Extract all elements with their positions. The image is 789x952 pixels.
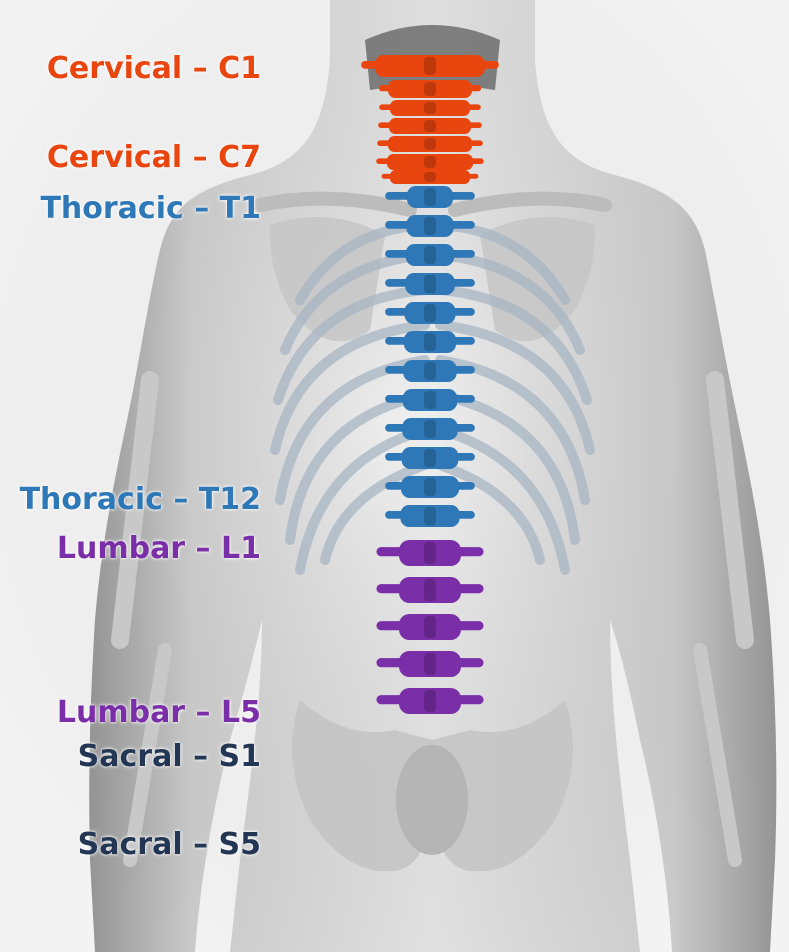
vertebra-c4 [381,118,479,134]
label-lumbar-l5: Lumbar – L5 [57,696,261,730]
vertebra-c5 [380,136,480,152]
vertebra-c2 [382,80,478,98]
label-lumbar-l1: Lumbar – L1 [57,532,261,566]
label-thoracic-t12: Thoracic – T12 [20,483,261,517]
label-sacral-s1: Sacral – S1 [78,740,261,774]
sacrum [396,745,468,855]
vertebra-c6 [379,154,481,170]
vertebra-c3 [382,100,478,116]
vertebra-c7 [384,170,476,184]
label-cervical-c1: Cervical – C1 [47,52,261,86]
vertebra-c1 [365,55,495,77]
label-sacral-s5: Sacral – S5 [78,828,261,862]
label-cervical-c7: Cervical – C7 [47,141,261,175]
label-thoracic-t1: Thoracic – T1 [40,192,261,226]
